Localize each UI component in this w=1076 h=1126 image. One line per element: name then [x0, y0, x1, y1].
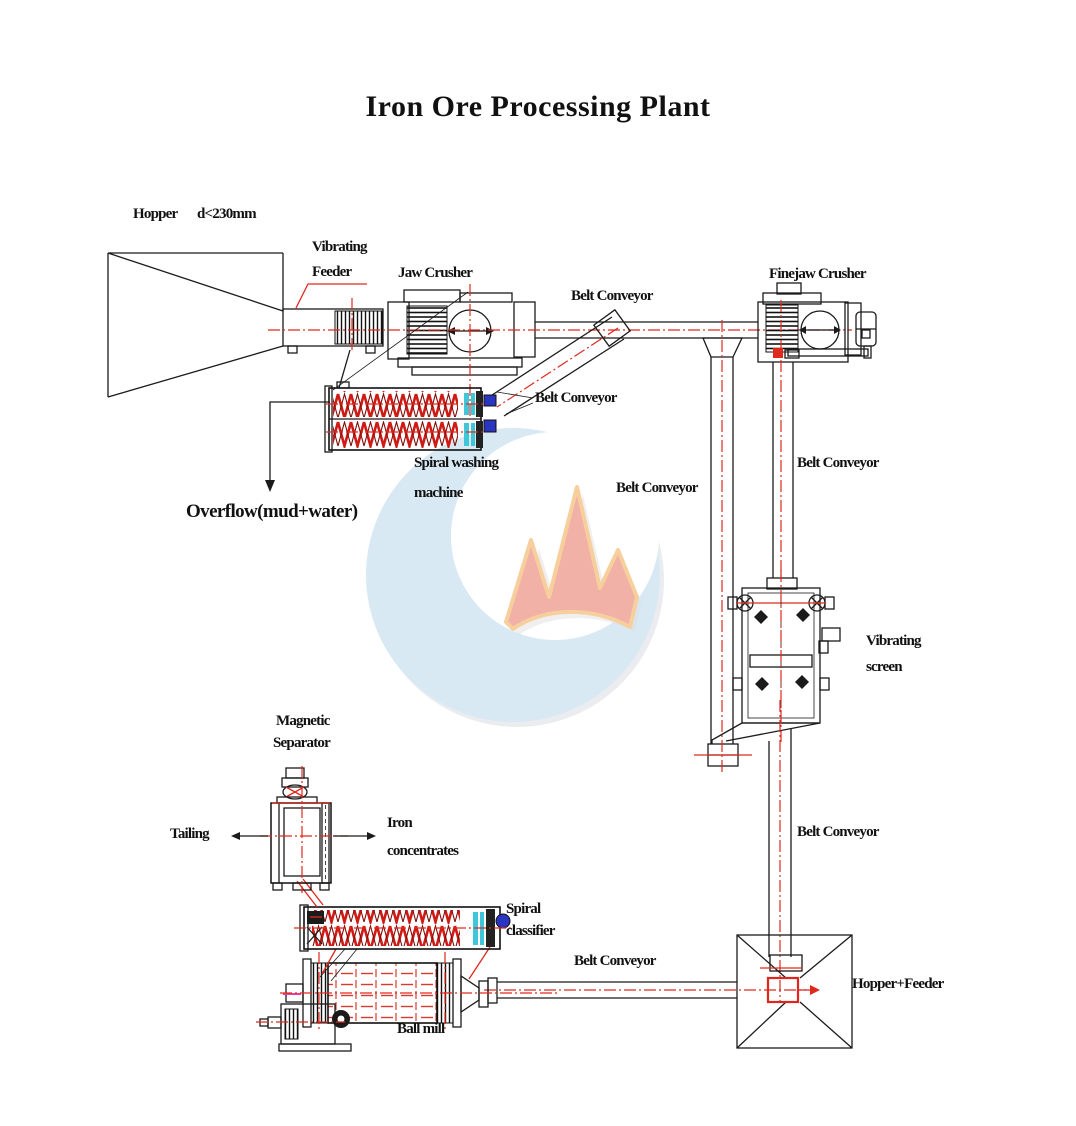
belt-conveyor-screen-to-hopper-drawing — [768, 700, 792, 1002]
vibrating-screen-label-line1: Vibrating — [866, 633, 922, 649]
crescent-icon — [366, 428, 664, 727]
belt-conveyor-return-label: Belt Conveyor — [616, 480, 698, 496]
iron-concentrates-label-line1: Iron — [387, 815, 413, 831]
crown-icon — [504, 485, 641, 635]
spiral-washing-label-line1: Spiral washing — [414, 455, 499, 471]
spiral-classifier-label-line1: Spiral — [506, 901, 541, 917]
belt-conveyor-right-drawing — [766, 362, 798, 590]
vibrating-feeder-drawing — [282, 283, 384, 354]
hopper-drawing — [107, 252, 284, 398]
jaw-crusher-label: Jaw Crusher — [398, 265, 473, 281]
overflow-label: Overflow(mud+water) — [186, 501, 358, 522]
belt-conveyor-bottom-label: Belt Conveyor — [574, 953, 656, 969]
belt-conveyor-right-label: Belt Conveyor — [797, 455, 879, 471]
spiral-classifier-label-line2: classifier — [506, 923, 555, 939]
hopper-feeder-label: Hopper+Feeder — [852, 976, 944, 992]
vibrating-screen-drawing — [711, 570, 841, 745]
belt-conveyor-incline-drawing — [488, 308, 632, 417]
finejaw-crusher-drawing — [757, 282, 877, 578]
page-title: Iron Ore Processing Plant — [365, 90, 711, 123]
magnetic-separator-drawing — [231, 766, 376, 893]
hopper-label: Hopper — [133, 206, 178, 222]
hopper-feeder-drawing — [484, 934, 853, 1049]
vibrating-feeder-label-line1: Vibrating — [312, 239, 368, 255]
belt-conveyor-screen-to-hopper-label: Belt Conveyor — [797, 824, 879, 840]
ball-mill-label: Ball mill — [397, 1021, 445, 1037]
magnetic-separator-label-line2: Separator — [273, 735, 331, 751]
finejaw-crusher-label: Finejaw Crusher — [769, 266, 867, 282]
belt-conveyor-to-washer-label: Belt Conveyor — [535, 390, 617, 406]
vibrating-feeder-label-line2: Feeder — [312, 264, 352, 280]
belt-conveyor-return-drawing — [694, 320, 752, 772]
spiral-washing-machine-drawing — [324, 291, 534, 453]
overflow-line-drawing — [265, 401, 330, 492]
magnetic-separator-label-line1: Magnetic — [276, 713, 330, 729]
ball-mill-drawing — [256, 946, 560, 1052]
tailing-label: Tailing — [170, 826, 210, 842]
belt-conveyor-top-label: Belt Conveyor — [571, 288, 653, 304]
hopper-size-label: d<230mm — [197, 206, 257, 222]
spiral-washing-label-line2: machine — [414, 485, 463, 501]
spiral-classifier-drawing — [294, 878, 512, 952]
belt-conveyor-bottom-drawing — [487, 977, 737, 1004]
iron-concentrates-label-line2: concentrates — [387, 843, 459, 859]
vibrating-screen-label-line2: screen — [866, 659, 903, 675]
